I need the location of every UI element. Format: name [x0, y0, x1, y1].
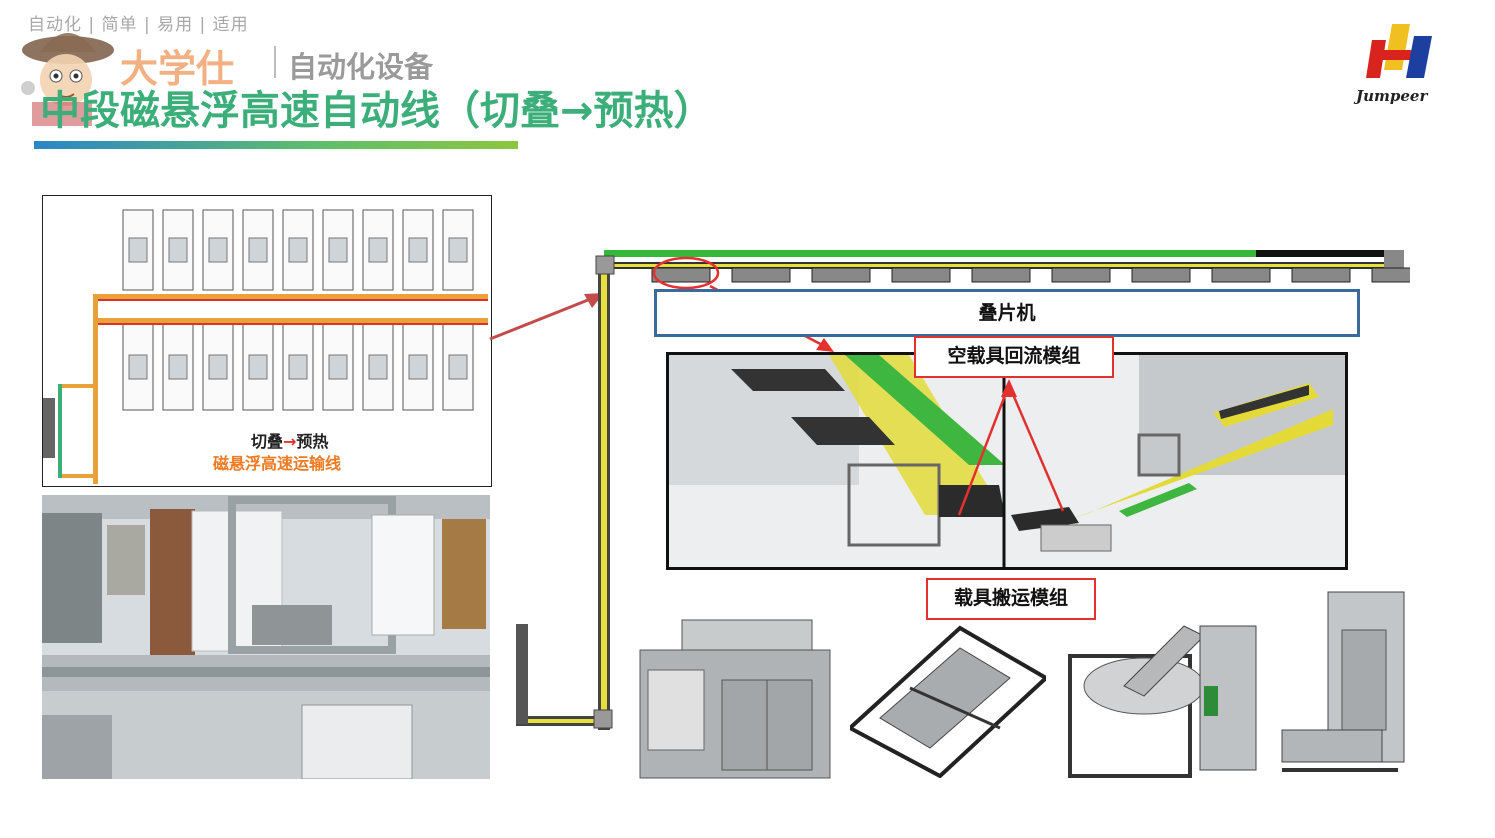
jumpeer-logo-icon: [1366, 24, 1432, 78]
machine-core: [368, 354, 388, 380]
machine-core: [448, 237, 468, 263]
machine-core: [328, 237, 348, 263]
machine-core: [208, 354, 228, 380]
stacker-station: [971, 267, 1031, 283]
caption-cut: 切叠: [251, 432, 284, 451]
brand-subtitle: 自动化设备: [288, 50, 434, 84]
machine-core: [128, 237, 148, 263]
machine-unit: [242, 323, 274, 411]
machine-core: [328, 354, 348, 380]
machine-core: [448, 354, 468, 380]
machine-core: [248, 237, 268, 263]
stacker-station: [1371, 267, 1410, 283]
equipment-render-4: [1281, 591, 1405, 772]
layout-caption-line1: 切叠→预热: [251, 428, 328, 452]
stacker-label: 叠片机: [978, 302, 1036, 324]
stacker-station: [731, 267, 791, 283]
machine-core: [408, 237, 428, 263]
stacker-station: [1131, 267, 1191, 283]
factory-photo: [42, 495, 490, 779]
logo-text: Jumpeer: [1356, 87, 1428, 105]
machine-core: [128, 354, 148, 380]
layout-diagram-drawing: [43, 209, 488, 484]
title-underline: [34, 141, 518, 149]
stacker-station: [651, 267, 711, 283]
stacker-station: [1291, 267, 1351, 283]
carrier-transfer-label: 载具搬运模组: [953, 587, 1068, 609]
caption-arrow: →: [283, 432, 297, 451]
layout-caption-line2: 磁悬浮高速运输线: [213, 454, 342, 473]
machine-unit: [122, 209, 154, 291]
machine-core: [408, 354, 428, 380]
machine-core: [208, 237, 228, 263]
empty-carrier-label: 空载具回流模组: [947, 345, 1081, 367]
machine-core: [288, 354, 308, 380]
page-title: 中段磁悬浮高速自动线（切叠→预热）: [40, 88, 714, 134]
brand-divider: [274, 46, 276, 78]
equipment-render-3: [1068, 625, 1257, 778]
carrier-transfer-label-box: 载具搬运模组: [926, 578, 1096, 620]
machine-core: [168, 237, 188, 263]
stacker-station: [1051, 267, 1111, 283]
return-module-drawing: [669, 355, 1345, 567]
return-module-detail: [666, 352, 1348, 570]
layout-diagram: 切叠→预热 磁悬浮高速运输线: [42, 195, 492, 487]
machine-core: [288, 237, 308, 263]
tagline: 自动化 | 简单 | 易用 | 适用: [28, 15, 249, 35]
empty-carrier-label-box: 空载具回流模组: [914, 336, 1114, 378]
stacker-station: [1211, 267, 1271, 283]
equipment-render-2: [850, 625, 1046, 778]
stacker-label-box: 叠片机: [654, 289, 1360, 337]
machine-core: [248, 354, 268, 380]
machine-unit: [162, 209, 194, 291]
machine-core: [168, 354, 188, 380]
stacker-station: [811, 267, 871, 283]
equipment-render-1: [639, 619, 831, 779]
mascot-icon: [21, 33, 114, 126]
machine-core: [368, 237, 388, 263]
line-schematic: [516, 250, 1410, 730]
stacker-station: [891, 267, 951, 283]
brand-name: 大学仕: [120, 47, 235, 91]
caption-preheat: 预热: [296, 432, 329, 451]
